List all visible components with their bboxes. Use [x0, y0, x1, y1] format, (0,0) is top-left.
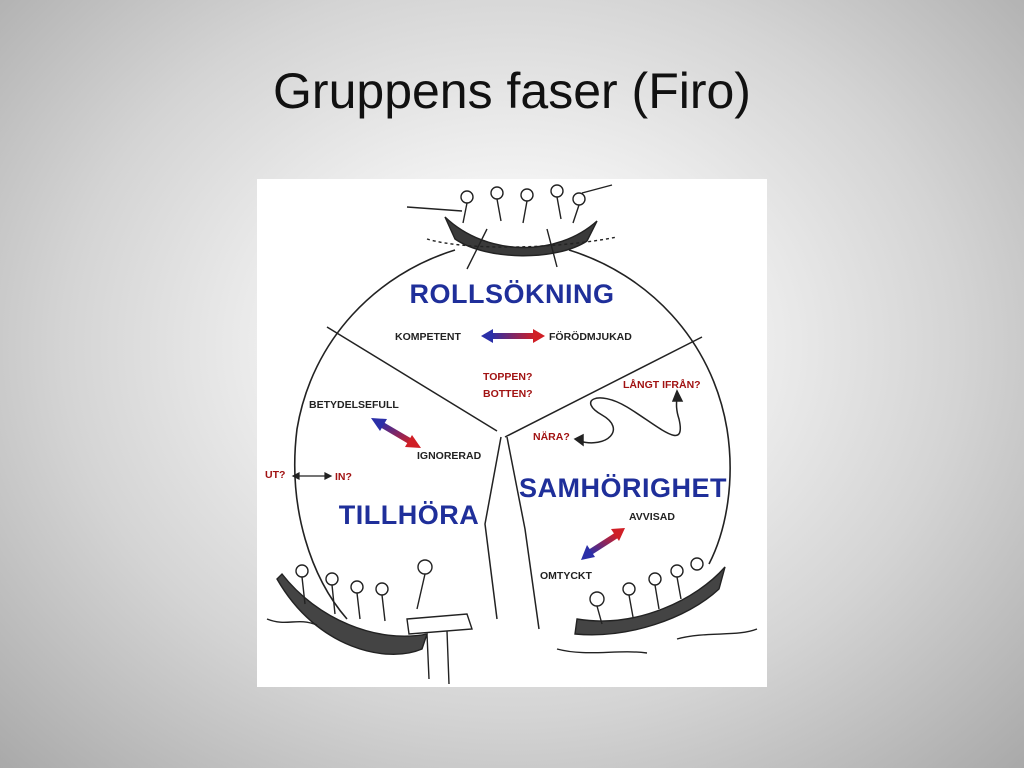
bottom-right-boat-illustration: [556, 557, 758, 654]
label-betydelsefull: BETYDELSEFULL: [309, 399, 399, 411]
divider-lines: [326, 326, 703, 630]
label-nara: NÄRA?: [533, 430, 570, 443]
label-langt-ifran: LÅNGT IFRÅN?: [623, 378, 701, 391]
firo-diagram: ROLLSÖKNING TILLHÖRA SAMHÖRIGHET KOMPETE…: [257, 179, 767, 687]
label-in: IN?: [335, 471, 352, 483]
label-ut: UT?: [265, 469, 285, 481]
top-boat-illustration: [406, 184, 618, 270]
label-kompetent: KOMPETENT: [395, 331, 462, 343]
circle-outline: [294, 249, 731, 620]
wavy-path-arrow: [573, 389, 684, 447]
firo-diagram-svg: ROLLSÖKNING TILLHÖRA SAMHÖRIGHET KOMPETE…: [265, 184, 758, 685]
arrow-kompetent-forodmjukad: [481, 329, 545, 343]
label-omtyckt: OMTYCKT: [540, 570, 592, 582]
slide-title: Gruppens faser (Firo): [273, 63, 751, 119]
arrow-betydelsefull-ignorerad: [371, 418, 421, 448]
bottom-left-boat-illustration: [266, 559, 473, 685]
label-avvisad: AVVISAD: [629, 511, 675, 523]
phase-tillhora: TILLHÖRA: [339, 500, 479, 530]
phase-rollsokning: ROLLSÖKNING: [410, 279, 615, 309]
arrow-ut-in: [291, 472, 333, 480]
phase-samhorighet: SAMHÖRIGHET: [519, 473, 727, 503]
label-forodmjukad: FÖRÖDMJUKAD: [549, 330, 632, 343]
label-botten: BOTTEN?: [483, 388, 533, 400]
label-toppen: TOPPEN?: [483, 371, 532, 383]
label-ignorerad: IGNORERAD: [417, 450, 482, 462]
arrow-omtyckt-avvisad: [581, 528, 625, 560]
